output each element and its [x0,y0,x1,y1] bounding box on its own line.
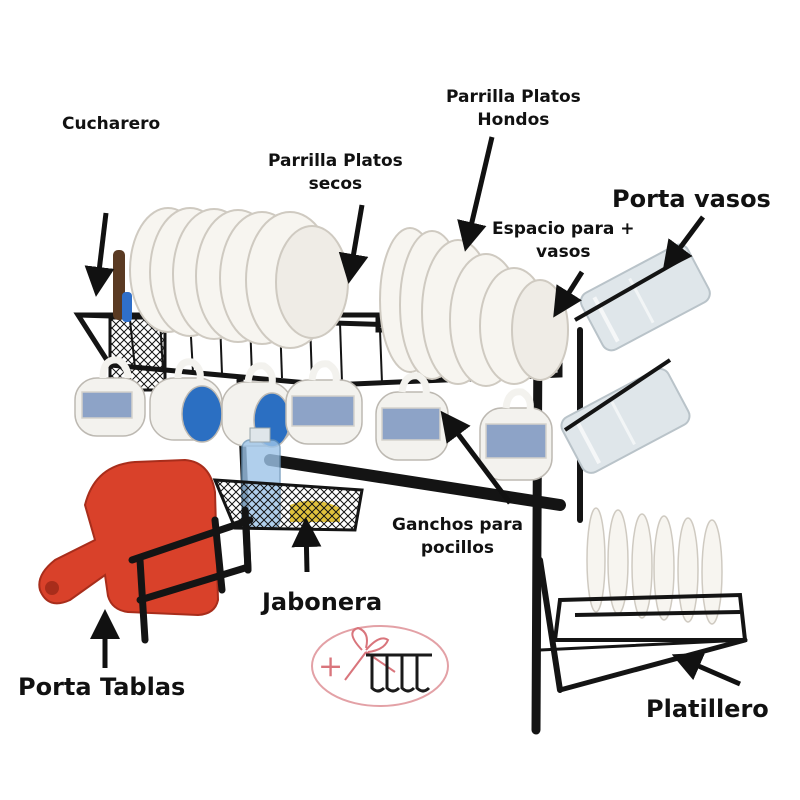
flat-plates [129,207,349,349]
label-ganchos: Ganchos para pocillos [392,515,523,558]
annotation-arrows [84,136,741,687]
arrow-icon [457,136,495,252]
mugs [74,356,553,481]
arrow-icon [291,517,322,573]
mug [221,362,293,448]
mug [375,372,449,461]
saucer-rack [552,507,748,642]
label-cucharero: Cucharero [62,114,161,134]
mug [479,388,553,481]
label-espacio-vasos: Espacio para + vasos [492,219,635,262]
label-jabonera: Jabonera [262,588,383,616]
svg-text:+: + [318,649,343,684]
hooks-icon [366,653,432,693]
arrow-icon [671,652,741,687]
arrow-icon [84,212,115,297]
mug [149,358,223,443]
arrow-icon [553,270,585,318]
mug [74,356,146,437]
arrow-icon [440,410,512,505]
label-porta-tablas: Porta Tablas [18,673,186,701]
label-parrilla-secos: Parrilla Platos secos [268,151,403,194]
arrow-icon [338,204,369,284]
label-parrilla-hondos: Parrilla Platos Hondos [446,87,581,130]
hooks-badge: + [311,625,449,707]
board-holder [38,458,254,644]
mug [285,360,363,445]
label-porta-vasos: Porta vasos [612,185,771,213]
arrow-icon [662,215,706,272]
label-platillero: Platillero [646,695,769,723]
